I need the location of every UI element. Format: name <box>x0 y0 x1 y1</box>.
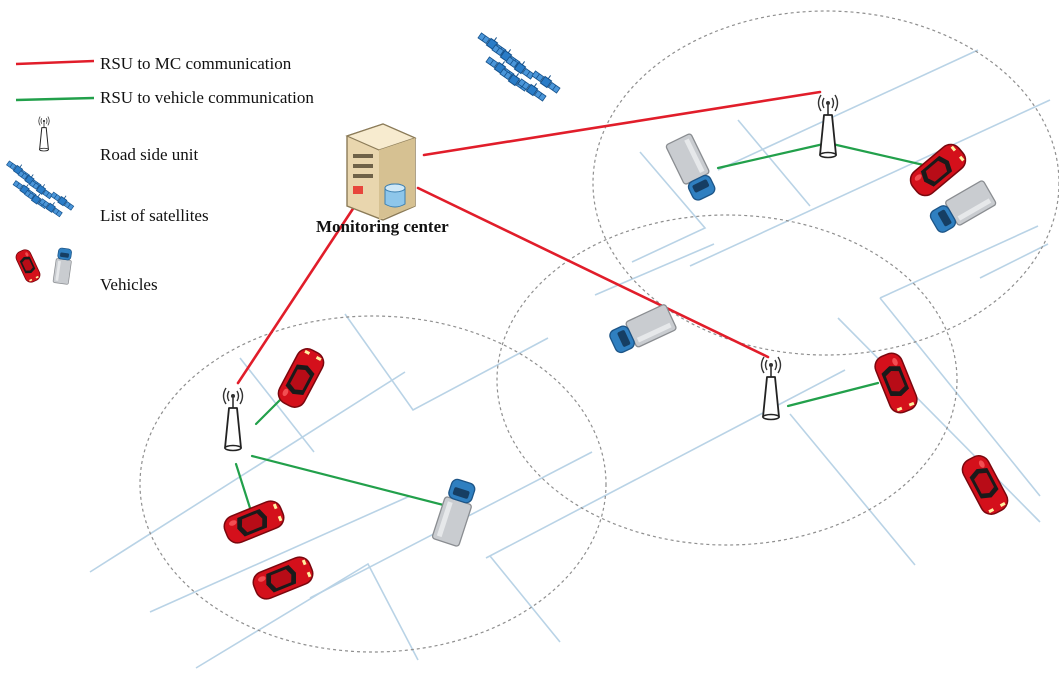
rsu-coverage-middle <box>496 214 958 546</box>
mc-link-right <box>422 90 822 157</box>
road <box>879 297 1041 497</box>
red-car-icon <box>905 139 971 201</box>
red-car-icon <box>220 497 288 547</box>
road <box>485 369 846 559</box>
road <box>594 243 715 296</box>
red-car-icon <box>249 553 317 603</box>
road <box>979 243 1049 279</box>
legend-vehicle-label: Vehicles <box>100 275 158 294</box>
legend-mc-link-label: RSU to MC communication <box>100 54 292 73</box>
road-side-unit <box>817 94 839 159</box>
vehicle-link-swatch <box>15 96 95 102</box>
road <box>195 562 419 669</box>
legend-rsu-label: Road side unit <box>100 145 198 164</box>
road <box>837 317 1041 523</box>
gray-truck-icon <box>431 476 479 548</box>
antenna-tower-icon <box>38 116 50 152</box>
gray-truck-icon <box>606 303 678 357</box>
road <box>737 119 811 207</box>
road <box>344 313 549 412</box>
mc-link-left <box>236 190 366 385</box>
monitoring-center-label: Monitoring center <box>316 217 449 236</box>
gray-truck-icon <box>664 132 720 204</box>
satellite-icon <box>6 158 76 218</box>
road-side-unit <box>222 387 244 452</box>
gray-truck-icon <box>52 247 74 285</box>
satellite-icon <box>477 29 562 102</box>
legend: RSU to MC communication RSU to vehicle c… <box>6 54 314 294</box>
rsu-coverage-right <box>592 10 1059 356</box>
red-car-icon <box>273 344 329 412</box>
red-car-icon <box>13 247 43 285</box>
vehicle-link <box>716 141 830 170</box>
vehicle-link <box>250 454 457 510</box>
road <box>879 225 1039 299</box>
vehicle-link <box>234 462 252 510</box>
road <box>149 495 411 613</box>
road <box>689 99 1051 267</box>
road <box>489 555 561 643</box>
road <box>631 151 707 263</box>
road-network <box>89 49 1051 669</box>
road <box>239 357 315 453</box>
road-side-unit <box>760 356 782 421</box>
legend-satellite-label: List of satellites <box>100 206 209 225</box>
legend-vehicle-link-label: RSU to vehicle communication <box>100 88 314 107</box>
rsu-mc-links <box>236 90 822 385</box>
coverage-areas <box>139 10 1059 653</box>
mc-link-middle <box>416 186 770 359</box>
mc-link-swatch <box>15 59 95 66</box>
road <box>789 413 916 566</box>
server-icon <box>346 123 416 221</box>
vehicle-link <box>786 381 880 408</box>
vehicle-link <box>826 141 930 168</box>
rsu-vehicle-links <box>234 141 930 510</box>
road <box>717 49 979 171</box>
rsu-coverage-left <box>139 315 607 653</box>
road <box>89 371 406 573</box>
